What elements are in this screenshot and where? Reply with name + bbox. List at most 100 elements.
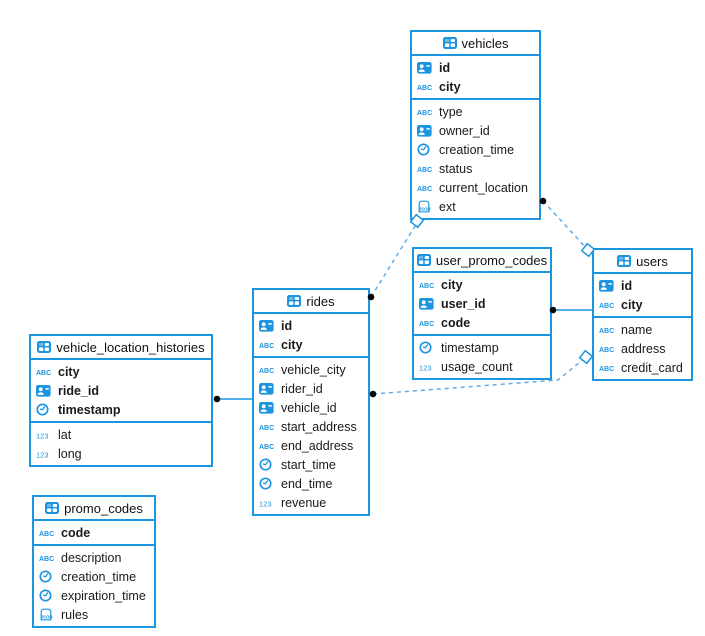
field-row: ABC city <box>254 335 368 354</box>
string-type-icon: ABC <box>599 300 617 310</box>
svg-text:JSON: JSON <box>419 207 431 212</box>
field-row: ride_id <box>31 381 211 400</box>
time-type-icon <box>417 143 435 156</box>
field-name: city <box>439 79 461 94</box>
svg-text:123: 123 <box>419 363 432 372</box>
string-type-icon: ABC <box>599 325 617 335</box>
string-type-icon: ABC <box>417 164 435 174</box>
field-name: user_id <box>441 296 486 311</box>
table-icon <box>442 37 457 49</box>
field-row: id <box>254 316 368 335</box>
number-type-icon: 123 <box>36 430 54 440</box>
json-type-icon: JSON <box>417 200 435 213</box>
field-row: user_id <box>414 294 550 313</box>
svg-text:ABC: ABC <box>417 186 432 193</box>
field-name: name <box>621 322 653 337</box>
field-name: vehicle_id <box>281 400 337 415</box>
svg-text:ABC: ABC <box>417 167 432 174</box>
relationship-line-rides-vehicles <box>370 222 418 298</box>
field-row: rider_id <box>254 379 368 398</box>
field-name: timestamp <box>58 402 121 417</box>
field-name: code <box>441 315 471 330</box>
svg-text:ABC: ABC <box>259 444 274 451</box>
field-name: city <box>281 337 303 352</box>
field-name: description <box>61 550 122 565</box>
string-type-icon: ABC <box>419 280 437 290</box>
field-row: timestamp <box>414 338 550 357</box>
table-header[interactable]: user_promo_codes <box>414 249 550 273</box>
string-type-icon: ABC <box>259 441 277 451</box>
table-icon <box>287 295 302 307</box>
field-row: ABC current_location <box>412 178 539 197</box>
id-badge-type-icon <box>36 384 54 397</box>
svg-text:ABC: ABC <box>419 321 434 328</box>
id-badge-type-icon <box>417 124 435 137</box>
time-type-icon <box>259 477 277 490</box>
field-name: creation_time <box>61 569 137 584</box>
field-row: creation_time <box>412 140 539 159</box>
svg-text:ABC: ABC <box>599 328 614 335</box>
field-name: code <box>61 525 91 540</box>
field-row: ABC address <box>594 339 691 358</box>
relationship-line-vehicles-users <box>542 200 589 251</box>
field-row: id <box>594 276 691 295</box>
field-row: owner_id <box>412 121 539 140</box>
table-title: promo_codes <box>64 500 143 516</box>
string-type-icon: ABC <box>417 107 435 117</box>
table-title: vehicle_location_histories <box>56 339 205 355</box>
string-type-icon: ABC <box>259 422 277 432</box>
svg-text:ABC: ABC <box>39 531 54 538</box>
field-name: address <box>621 341 666 356</box>
id-badge-type-icon <box>259 319 277 332</box>
field-name: ext <box>439 199 456 214</box>
table-header[interactable]: promo_codes <box>34 497 154 521</box>
time-type-icon <box>419 341 437 354</box>
svg-text:ABC: ABC <box>259 343 274 350</box>
field-row: ABC code <box>414 313 550 332</box>
field-row: end_time <box>254 474 368 493</box>
table-header[interactable]: vehicles <box>412 32 539 56</box>
field-name: credit_card <box>621 360 683 375</box>
table-header[interactable]: rides <box>254 290 368 314</box>
field-row: ABC name <box>594 320 691 339</box>
field-name: revenue <box>281 495 327 510</box>
table-title: user_promo_codes <box>435 252 548 268</box>
table-header[interactable]: users <box>594 250 691 274</box>
field-name: end_address <box>281 438 354 453</box>
svg-text:ABC: ABC <box>599 366 614 373</box>
svg-text:123: 123 <box>36 431 49 440</box>
field-name: end_time <box>281 476 333 491</box>
table-icon <box>416 254 431 266</box>
svg-text:ABC: ABC <box>599 347 614 354</box>
table-title: rides <box>306 293 335 309</box>
connection-diamond-icon <box>578 349 594 365</box>
primary-key-section: ABC code <box>34 521 154 546</box>
field-name: current_location <box>439 180 528 195</box>
table-header[interactable]: vehicle_location_histories <box>31 336 211 360</box>
field-row: creation_time <box>34 567 154 586</box>
string-type-icon: ABC <box>36 367 54 377</box>
time-type-icon <box>36 403 54 416</box>
field-name: rider_id <box>281 381 323 396</box>
string-type-icon: ABC <box>39 553 57 563</box>
number-type-icon: 123 <box>419 362 437 372</box>
